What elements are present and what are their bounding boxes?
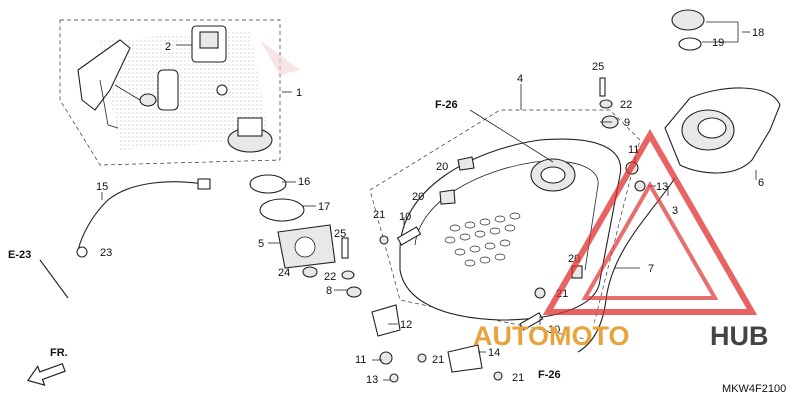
callout-20a: 20 xyxy=(436,161,448,173)
callout-13a: 13 xyxy=(656,181,668,193)
front-direction-label: FR. xyxy=(50,347,68,359)
ref-e23: E-23 xyxy=(8,249,31,261)
set-plate-hole xyxy=(294,236,316,258)
bolt-13b xyxy=(389,373,399,383)
bracket-12 xyxy=(371,304,401,337)
regulator-fitting xyxy=(216,84,228,96)
collar-8 xyxy=(346,286,362,298)
pump-frame xyxy=(77,39,131,111)
callout-22b: 22 xyxy=(620,99,632,111)
hose-end xyxy=(39,259,69,299)
bracket-14 xyxy=(447,344,483,373)
callout-8: 8 xyxy=(326,285,332,297)
cap-gasket xyxy=(678,37,702,51)
tank-inner-edge xyxy=(414,160,599,271)
fuel-tank xyxy=(369,109,641,341)
watermark-inner-triangle xyxy=(581,180,719,300)
callout-24: 24 xyxy=(278,267,290,279)
pump-bracket-outline xyxy=(59,19,281,166)
callout-20b: 20 xyxy=(412,191,424,203)
callout-labels: 1 2 3 4 5 6 7 8 9 10 10 11 11 12 13 13 1… xyxy=(96,27,764,386)
callout-9: 9 xyxy=(624,117,630,129)
callout-11b: 11 xyxy=(355,354,366,366)
callout-3: 3 xyxy=(672,205,678,217)
clip-23 xyxy=(76,246,88,258)
bolt-21d xyxy=(534,287,546,299)
callout-17: 17 xyxy=(318,201,330,213)
watermark-brand-b: HUB xyxy=(710,321,769,351)
callout-10a: 10 xyxy=(399,211,411,223)
pump-motor xyxy=(157,69,179,111)
bolt-21a xyxy=(379,235,389,245)
ref-f26-bottom: F-26 xyxy=(538,369,561,381)
arrow-icon xyxy=(26,362,66,386)
regulator-body xyxy=(199,31,219,49)
wing-watermark xyxy=(260,40,300,75)
callout-23: 23 xyxy=(100,247,112,259)
pump-connector xyxy=(237,117,263,137)
washer-24 xyxy=(302,266,318,278)
callout-5: 5 xyxy=(258,238,264,250)
fuel-pump-group xyxy=(59,19,281,166)
filler-cap xyxy=(671,9,705,31)
callout-21c: 21 xyxy=(512,372,524,384)
front-direction-arrow xyxy=(26,362,66,386)
callout-25a: 25 xyxy=(334,228,346,240)
callout-21b: 21 xyxy=(432,354,444,366)
pump-strainer xyxy=(139,93,157,107)
breather-tube xyxy=(577,177,676,353)
bolt-13a xyxy=(634,180,646,192)
callout-11a: 11 xyxy=(628,144,639,156)
o-ring-16 xyxy=(249,174,287,194)
callout-22a: 22 xyxy=(324,271,336,283)
callout-4: 4 xyxy=(517,73,523,85)
callout-21a: 21 xyxy=(373,209,385,221)
washer-22 xyxy=(341,270,355,280)
callout-2: 2 xyxy=(165,41,171,53)
bolt-25 xyxy=(341,237,349,259)
callout-1: 1 xyxy=(296,87,302,99)
filler-opening xyxy=(540,166,566,184)
callout-16: 16 xyxy=(298,176,310,188)
mount-11b xyxy=(379,351,393,365)
pump-wire xyxy=(99,79,119,129)
tube-10a xyxy=(396,226,422,246)
filler-cap-opening xyxy=(697,117,727,139)
watermark-brand-a: AUTOMOTO xyxy=(473,321,630,351)
bolt-21b xyxy=(417,353,427,363)
ref-f26-top: F-26 xyxy=(435,99,458,111)
watermark-triangle xyxy=(542,128,758,315)
pump-dotted-zone xyxy=(100,30,270,150)
diagram-code: MKW4F2100 xyxy=(722,383,786,395)
callout-13b: 13 xyxy=(366,374,378,386)
callout-19: 19 xyxy=(712,37,724,49)
callout-7: 7 xyxy=(648,263,654,275)
callout-6: 6 xyxy=(758,177,764,189)
callout-25b: 25 xyxy=(592,61,604,73)
callout-12: 12 xyxy=(400,319,412,331)
o-ring-17 xyxy=(259,198,305,222)
bolt-21c xyxy=(493,371,503,381)
callout-18: 18 xyxy=(752,27,764,39)
fuel-hose xyxy=(77,181,211,251)
callout-14: 14 xyxy=(488,347,500,359)
leader-lines xyxy=(101,21,757,381)
tank-dimples xyxy=(444,212,521,267)
washer-22b xyxy=(599,99,613,109)
hose-connector xyxy=(197,178,211,190)
automotohub-watermark: AUTOMOTO HUB xyxy=(473,128,769,351)
callout-10b: 10 xyxy=(548,324,560,336)
rubber-20a xyxy=(457,156,475,171)
callout-15: 15 xyxy=(96,181,108,193)
rubber-20b xyxy=(439,189,456,205)
bolt-25b xyxy=(599,77,606,97)
tube-10b xyxy=(519,312,544,331)
